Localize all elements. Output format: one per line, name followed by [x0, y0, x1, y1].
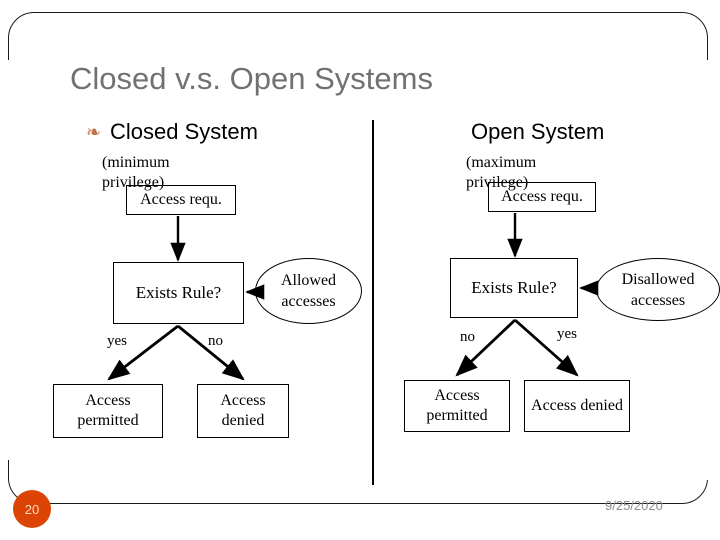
closed-branch-yes-label: yes — [107, 333, 127, 349]
open-disallowed-accesses-ellipse: Disallowed accesses — [596, 258, 720, 321]
closed-access-denied-box: Access denied — [197, 384, 289, 438]
open-access-permitted-box: Access permitted — [404, 380, 510, 432]
footer-date: 9/25/2020 — [605, 498, 663, 513]
closed-system-subnote: (minimum privilege) — [102, 154, 170, 191]
column-divider — [372, 120, 374, 485]
open-branch-yes-label: yes — [557, 326, 577, 342]
closed-branch-no-label: no — [208, 333, 223, 349]
slide-title: Closed v.s. Open Systems — [70, 61, 433, 96]
closed-access-request-box: Access requ. — [126, 185, 236, 215]
open-access-request-box: Access requ. — [488, 182, 596, 212]
closed-system-heading: Closed System — [110, 119, 258, 144]
closed-allowed-accesses-ellipse: Allowed accesses — [255, 258, 362, 324]
closed-access-permitted-box: Access permitted — [53, 384, 163, 438]
open-access-denied-box: Access denied — [524, 380, 630, 432]
floral-heart-bullet-icon: ❧ — [86, 122, 102, 143]
closed-exists-rule-box: Exists Rule? — [113, 262, 244, 324]
open-exists-rule-box: Exists Rule? — [450, 258, 578, 318]
open-system-heading: Open System — [471, 119, 605, 144]
frame-mask-left — [0, 60, 10, 460]
slide-number-badge: 20 — [13, 490, 51, 528]
open-branch-no-label: no — [460, 329, 475, 345]
